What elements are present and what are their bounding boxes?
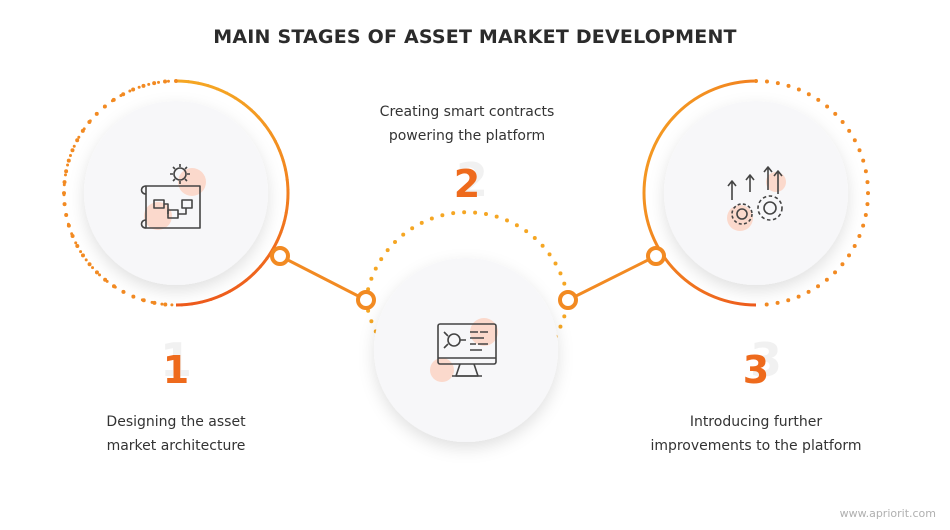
footer-url: www.apriorit.com [839, 507, 936, 520]
stage-2-caption-line2: powering the platform [388, 128, 546, 144]
stage-3-ring [642, 79, 870, 307]
stage-1-caption: Designing the asset market architecture [46, 410, 306, 458]
stage-2-caption: Creating smart contracts powering the pl… [337, 100, 597, 148]
stage-3-caption-line1: Introducing further [689, 414, 823, 430]
page-title: MAIN STAGES OF ASSET MARKET DEVELOPMENT [213, 26, 737, 48]
stage-3-caption: Introducing further improvements to the … [626, 410, 886, 458]
stage-2-ghost-number: 2 [455, 153, 488, 207]
stage-2-number: 2 [453, 162, 481, 206]
monitor-code-icon [430, 318, 498, 382]
stage-1-ring [62, 79, 290, 307]
stage-3-number: 3 [742, 348, 770, 392]
stage-2-circle [374, 258, 558, 442]
stage-3-caption-line2: improvements to the platform [650, 438, 862, 454]
connector-nodes [270, 246, 666, 310]
stage-3-ghost-number: 3 [749, 333, 782, 387]
stage-1-circle [84, 101, 268, 285]
stage-2-caption-line1: Creating smart contracts [379, 104, 555, 120]
stage-1-caption-line1: Designing the asset [106, 414, 246, 430]
blueprint-gear-icon [140, 164, 206, 230]
stage-3-circle [664, 101, 848, 285]
gears-arrows-icon [727, 166, 786, 231]
stage-1-ghost-number: 1 [159, 333, 192, 387]
connector-lines [279, 254, 657, 302]
stage-1-caption-line2: market architecture [106, 438, 246, 454]
stage-1-number: 1 [162, 348, 190, 392]
